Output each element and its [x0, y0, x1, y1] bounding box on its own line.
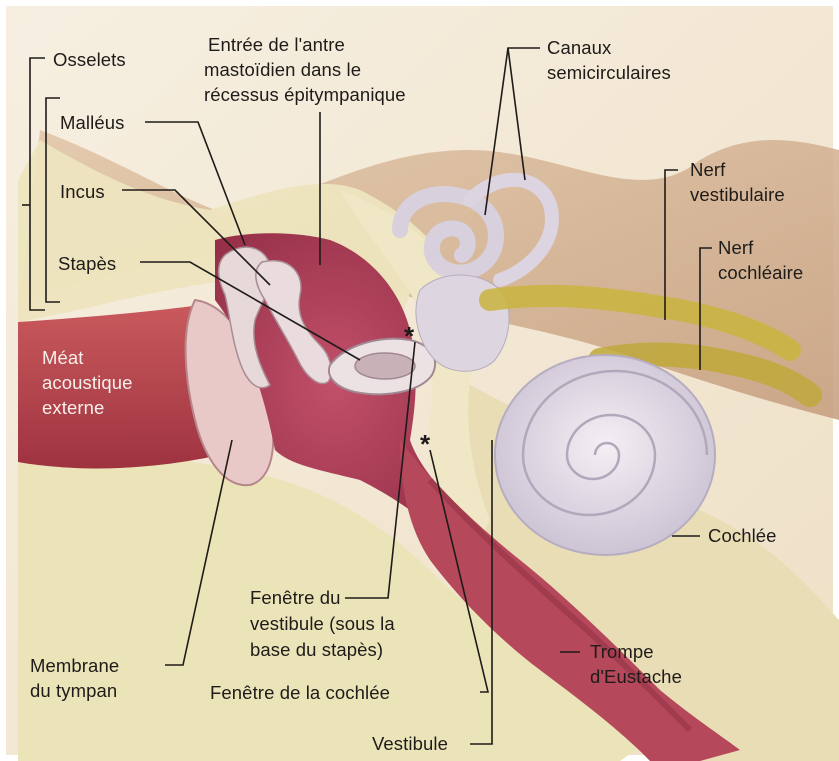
label-fenetre-vestibule-3: base du stapès)	[250, 638, 383, 662]
label-trompe-1: Trompe	[590, 640, 654, 664]
cochlea-body	[495, 355, 715, 555]
label-membrane-2: du tympan	[30, 679, 117, 703]
label-stapes: Stapès	[58, 252, 116, 276]
label-nerf-vest-2: vestibulaire	[690, 183, 785, 207]
label-vestibule: Vestibule	[372, 732, 448, 756]
label-membrane-1: Membrane	[30, 654, 119, 678]
label-nerf-coch-2: cochléaire	[718, 261, 803, 285]
label-cochlee: Cochlée	[708, 524, 777, 548]
label-canaux-2: semicirculaires	[547, 61, 671, 85]
label-nerf-coch-1: Nerf	[718, 236, 753, 260]
label-fenetre-vestibule-2: vestibule (sous la	[250, 612, 395, 636]
stapes-footplate	[355, 353, 415, 379]
oval-window-marker: *	[404, 324, 414, 348]
label-nerf-vest-1: Nerf	[690, 158, 725, 182]
label-canaux-1: Canaux	[547, 36, 611, 60]
label-entree-2: mastoïdien dans le	[204, 58, 361, 82]
label-osselets: Osselets	[53, 48, 126, 72]
label-meat-2: acoustique	[42, 371, 132, 395]
label-fenetre-cochlee: Fenêtre de la cochlée	[210, 681, 390, 705]
label-fenetre-vestibule-1: Fenêtre du	[250, 586, 340, 610]
label-incus: Incus	[60, 180, 105, 204]
label-meat-3: externe	[42, 396, 104, 420]
label-entree-1: Entrée de l'antre	[208, 33, 345, 57]
label-entree-3: récessus épitympanique	[204, 83, 406, 107]
label-trompe-2: d'Eustache	[590, 665, 682, 689]
label-malleus: Malléus	[60, 111, 124, 135]
label-meat-1: Méat	[42, 346, 84, 370]
round-window-marker: *	[420, 432, 430, 456]
